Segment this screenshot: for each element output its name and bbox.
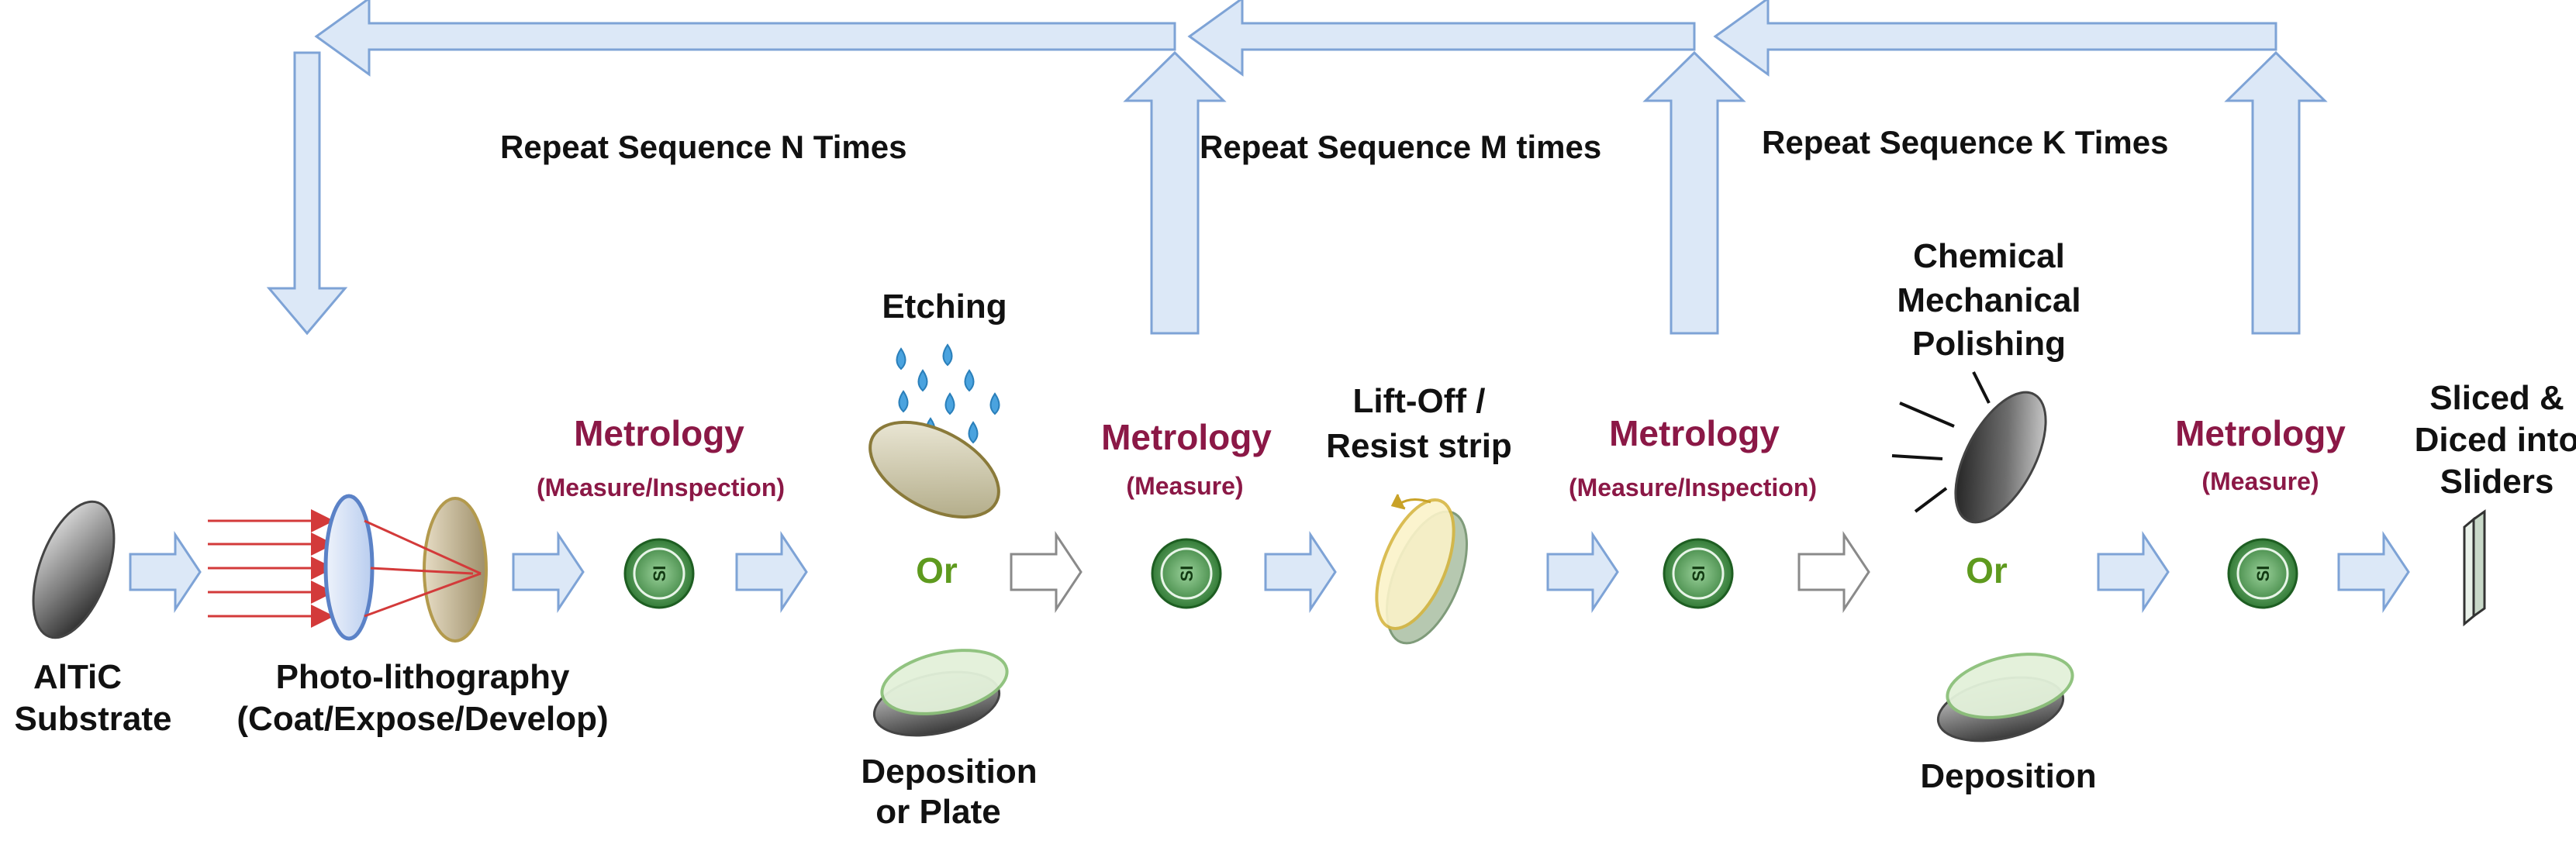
svg-text:SI: SI: [1689, 566, 1708, 582]
liftoff-label-line2: Resist strip: [1326, 427, 1512, 465]
loop-k-label: Repeat Sequence K Times: [1762, 124, 2168, 160]
loop-n-top-arrow: [314, 0, 1176, 77]
metrology-3-subtitle: (Measure/Inspection): [1569, 474, 1817, 501]
deposition-label: Deposition: [1920, 757, 2096, 795]
deposited-wafer-icon: [872, 649, 1009, 737]
loop-k-top-arrow: [1713, 0, 2277, 77]
photomask-icon: [423, 497, 488, 643]
flow-arrow-4-open: [1010, 531, 1083, 613]
slider-icon: [2463, 509, 2486, 627]
flow-arrow-1: [129, 531, 202, 613]
flow-arrow-5: [1264, 531, 1337, 613]
sliced-label-line2: Diced into: [2415, 421, 2576, 459]
flow-arrow-7-open: [1797, 531, 1870, 613]
metrology-4-title: Metrology: [2175, 413, 2346, 453]
or-label-1: Or: [916, 550, 958, 591]
svg-text:SI: SI: [2253, 566, 2273, 582]
si-metrology-icon: SI: [2227, 538, 2298, 609]
rotate-arrow-icon: [1390, 494, 1431, 510]
deposited-wafer-icon: [1936, 653, 2074, 742]
substrate-label-line2: Substrate: [15, 700, 172, 738]
liftoff-wafer-icon: [1375, 498, 1469, 645]
metrology-1-title: Metrology: [574, 413, 744, 453]
loop-k-up-arrow: [2224, 50, 2328, 335]
or-label-2: Or: [1966, 550, 2008, 591]
metrology-4-subtitle: (Measure): [2201, 467, 2319, 495]
cmp-label-line3: Polishing: [1912, 325, 2066, 363]
svg-text:SI: SI: [1177, 566, 1196, 582]
sliced-label-line1: Sliced &: [2429, 379, 2564, 417]
flow-arrow-6: [1546, 531, 1619, 613]
sliced-label-line3: Sliders: [2440, 463, 2554, 501]
loop-arrows: [266, 0, 2328, 336]
si-metrology-icon: SI: [1151, 538, 1222, 609]
flow-arrows: [129, 531, 2410, 613]
svg-text:SI: SI: [650, 566, 669, 582]
lens-icon: [323, 494, 375, 641]
converging-rays-icon: [364, 519, 482, 618]
metrology-3-title: Metrology: [1609, 413, 1780, 453]
metrology-2-subtitle: (Measure): [1126, 472, 1243, 500]
flow-arrow-2: [512, 531, 585, 613]
exposure-rays-icon: [208, 509, 334, 628]
loop-n-label: Repeat Sequence N Times: [500, 129, 906, 165]
flow-arrow-3: [735, 531, 808, 613]
polishing-lines-icon: [1891, 371, 1991, 513]
cmp-wafer-icon: [1954, 391, 2047, 524]
loop-n-up-arrow: [1123, 50, 1227, 335]
liftoff-label-line1: Lift-Off /: [1352, 382, 1485, 420]
substrate-wafer-icon: [32, 500, 116, 639]
deposition-plate-label-line2: or Plate: [875, 793, 1000, 831]
etching-label: Etching: [882, 288, 1007, 326]
etched-wafer-icon: [868, 420, 1000, 519]
loop-m-top-arrow: [1187, 0, 1696, 77]
metrology-2-title: Metrology: [1101, 417, 1272, 457]
cmp-label-line1: Chemical: [1913, 237, 2065, 275]
cmp-label-line2: Mechanical: [1897, 281, 2080, 319]
photolitho-label-line1: Photo-lithography: [276, 658, 570, 696]
metrology-1-subtitle: (Measure/Inspection): [537, 474, 785, 501]
flow-arrow-8: [2097, 531, 2170, 613]
flow-arrow-9: [2337, 531, 2410, 613]
loop-n-down-arrow: [266, 51, 348, 336]
loop-m-up-arrow: [1642, 50, 1746, 335]
si-metrology-icon: SI: [623, 538, 695, 609]
loop-m-label: Repeat Sequence M times: [1200, 129, 1601, 165]
photolitho-label-line2: (Coat/Expose/Develop): [237, 700, 608, 738]
si-metrology-icon: SI: [1663, 538, 1734, 609]
deposition-plate-label-line1: Deposition: [861, 753, 1037, 791]
substrate-label-line1: AlTiC: [33, 658, 122, 696]
